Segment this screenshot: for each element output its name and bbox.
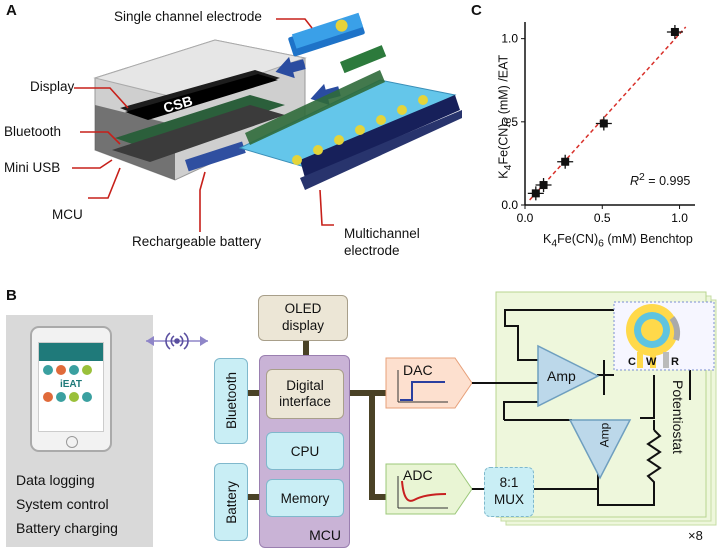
sensor-working-electrode bbox=[641, 319, 663, 341]
bluetooth-block: Bluetooth bbox=[214, 358, 248, 444]
caption-system-control: System control bbox=[16, 496, 109, 512]
amp1-label: Amp bbox=[547, 368, 576, 384]
callout-lines bbox=[72, 18, 334, 232]
y-tick-label: 1.0 bbox=[501, 32, 518, 46]
callout-mcu: MCU bbox=[52, 207, 83, 222]
x-tick-label: 1.0 bbox=[671, 211, 688, 225]
callout-electrode: electrode bbox=[344, 243, 400, 258]
x-tick-label: 0.5 bbox=[594, 211, 611, 225]
data-point bbox=[599, 119, 608, 128]
phone-app-name: iEAT bbox=[59, 379, 83, 390]
resistor-icon bbox=[646, 429, 662, 490]
dac-label: DAC bbox=[403, 362, 433, 378]
callout-single-channel-electrode: Single channel electrode bbox=[114, 9, 262, 24]
wireless-signal-icon bbox=[146, 332, 208, 350]
data-point bbox=[531, 189, 540, 198]
cpu-block: CPU bbox=[266, 432, 344, 470]
data-point bbox=[561, 157, 570, 166]
amp2-label: Amp bbox=[597, 422, 612, 448]
data-point bbox=[670, 27, 679, 36]
caption-data-logging: Data logging bbox=[16, 472, 95, 488]
amp2-triangle bbox=[568, 419, 632, 480]
smartphone: iEAT bbox=[30, 326, 112, 452]
y-tick-label: 0.5 bbox=[501, 115, 518, 129]
callout-multichannel: Multichannel bbox=[344, 226, 420, 241]
display-board bbox=[120, 70, 280, 120]
times-eight-label: ×8 bbox=[688, 528, 703, 543]
x-tick-label: 0.0 bbox=[517, 211, 534, 225]
amp1-triangle bbox=[537, 344, 600, 408]
callout-mini-usb: Mini USB bbox=[4, 160, 61, 175]
panel-b-letter: B bbox=[6, 287, 17, 304]
single-channel-electrode bbox=[288, 12, 365, 57]
panel-c-letter: C bbox=[471, 2, 482, 19]
electrode-w-label: W bbox=[646, 356, 657, 368]
adc-decay-waveform bbox=[401, 480, 447, 502]
pcb-layer-2 bbox=[112, 105, 285, 162]
callout-rechargeable-battery: Rechargeable battery bbox=[132, 234, 262, 249]
chart-annotation: R2 = 0.995 bbox=[630, 172, 691, 189]
electrode-c-label: C bbox=[628, 356, 636, 368]
adc-block bbox=[385, 463, 473, 515]
y-tick-label: 0.0 bbox=[501, 198, 518, 212]
data-point bbox=[539, 181, 548, 190]
adc-label: ADC bbox=[403, 467, 433, 483]
chart-xlabel: K4Fe(CN)6 (mM) Benchtop bbox=[543, 232, 693, 250]
electrode-r-label: R bbox=[671, 356, 679, 368]
battery-block: Battery bbox=[214, 463, 248, 541]
caption-battery-charging: Battery charging bbox=[16, 520, 118, 536]
callout-display: Display bbox=[30, 79, 75, 94]
rechargeable-battery-shape bbox=[184, 141, 246, 172]
panel-a-letter: A bbox=[6, 2, 17, 19]
fit-line bbox=[529, 26, 687, 201]
memory-block: Memory bbox=[266, 479, 344, 517]
arrow-icon bbox=[275, 56, 306, 79]
callout-bluetooth: Bluetooth bbox=[4, 124, 62, 139]
dac-step-waveform bbox=[400, 381, 445, 401]
display-screen-text: CSB bbox=[161, 92, 194, 116]
potentiostat-label: Potentiostat bbox=[670, 380, 686, 454]
multichannel-electrode bbox=[238, 45, 462, 190]
